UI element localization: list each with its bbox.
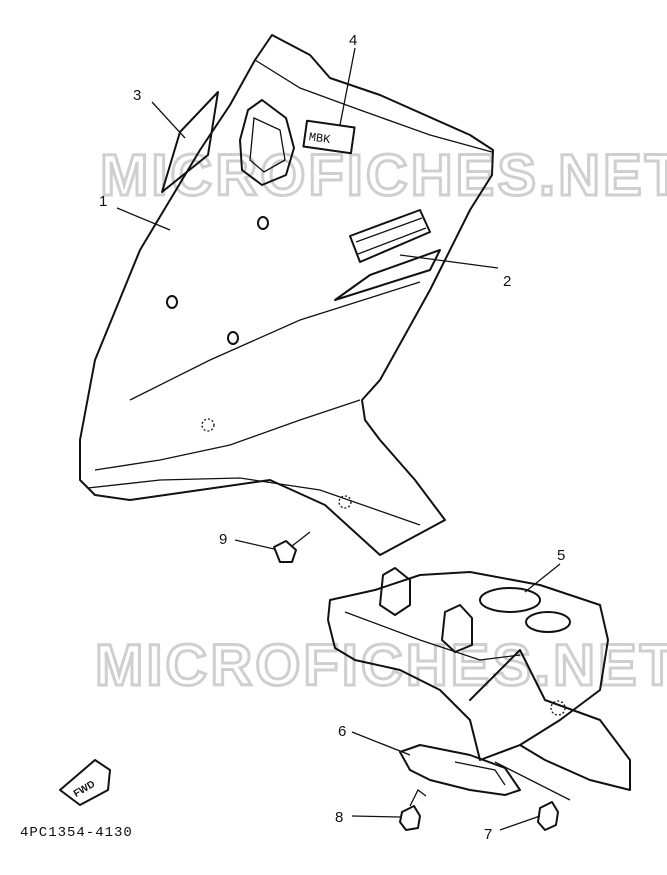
inner-bracket-part [327, 567, 631, 791]
callout-5: 5 [557, 547, 565, 564]
watermark-top: MICROFICHES.NET [100, 143, 667, 208]
front-cover-part [79, 34, 494, 556]
callout-6: 6 [338, 723, 346, 740]
mounting-hole [257, 216, 269, 230]
callout-2: 2 [503, 273, 511, 290]
mbk-emblem-part: MBK [302, 119, 356, 155]
fwd-arrow-badge: FWD [59, 759, 111, 806]
watermark-bottom: MICROFICHES.NET [95, 633, 667, 698]
fwd-label: FWD [72, 779, 97, 800]
cover-plate-part [399, 744, 521, 796]
callout-3: 3 [133, 87, 141, 104]
callout-4: 4 [349, 32, 357, 49]
diagram-reference-code: 4PC1354-4130 [20, 825, 133, 841]
mounting-hole [227, 331, 239, 345]
callout-8: 8 [335, 809, 343, 826]
mounting-hole [166, 295, 178, 309]
screw-9-part [273, 531, 311, 563]
callout-7: 7 [484, 826, 492, 843]
bolt-8-part [399, 789, 427, 831]
side-trim-part [161, 91, 219, 193]
callout-1: 1 [99, 193, 107, 210]
model-emblem-part [334, 209, 441, 301]
callout-9: 9 [219, 531, 227, 548]
bolt-7-part [537, 801, 559, 831]
emblem-label: MBK [308, 130, 332, 147]
